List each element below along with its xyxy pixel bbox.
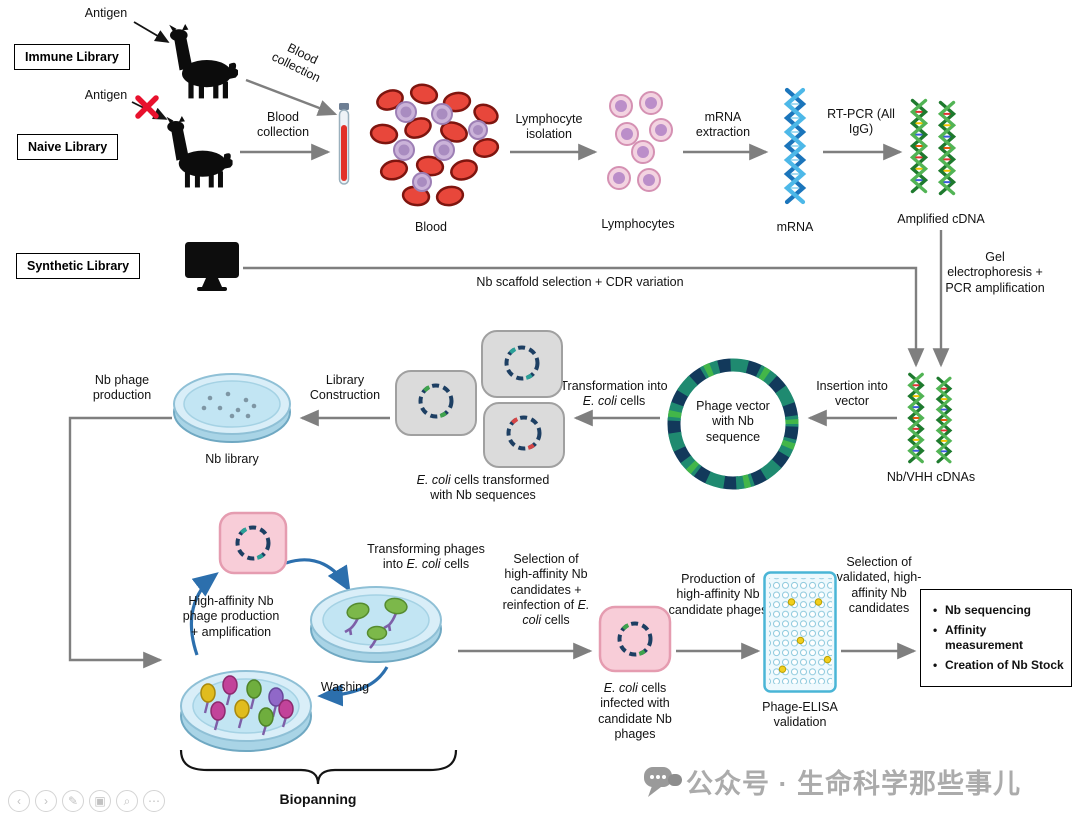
phage-vector-label: Phage vector with Nb sequence: [696, 399, 770, 444]
amplified-cdna-helix-icon: [906, 86, 932, 206]
phage-vector-icon: [667, 358, 799, 490]
lymphocyte-isolation-label: Lymphocyte isolation: [515, 112, 583, 142]
chat-bubble-icon: [644, 767, 682, 797]
library-construction-label: Library Construction: [309, 373, 381, 403]
selection-high-affinity-label: Selection of high-affinity Nb candidates…: [502, 552, 590, 627]
zoom-icon[interactable]: ⌕: [116, 790, 138, 812]
watermark-text: 公众号 · 生命科学那些事儿: [686, 769, 1021, 799]
production-candidate-phages-label: Production of high-affinity Nb candidate…: [668, 572, 768, 617]
nb-vhh-cdnas-label: Nb/VHH cDNAs: [886, 470, 976, 484]
lymphocytes-icon: [607, 91, 673, 192]
gel-electrophoresis-label: Gel electrophoresis + PCR amplification: [945, 250, 1045, 295]
amplified-cdna-helix-icon-2: [934, 90, 960, 206]
blood-tube-icon: [338, 103, 350, 185]
arrow-antigen-immune: [133, 21, 170, 43]
high-affinity-production-label: High-affinity Nb phage production + ampl…: [182, 594, 280, 639]
copy-icon[interactable]: ▣: [89, 790, 111, 812]
nb-vhh-cdna-helix-icon: [903, 372, 929, 464]
red-x-icon: [135, 95, 159, 119]
final-step-stock: Creation of Nb Stock: [928, 658, 1064, 674]
final-outcomes-box: Nb sequencing Affinity measurement Creat…: [920, 589, 1072, 688]
nb-library-label: Nb library: [205, 452, 259, 466]
nb-library-dish-icon: [173, 373, 291, 443]
more-icon[interactable]: ⋯: [143, 790, 165, 812]
arrow-nb-phage-production-elbow: [68, 416, 172, 669]
arrow-cycle-washing: [317, 666, 389, 707]
synthetic-library-box: Synthetic Library: [16, 253, 141, 279]
blood-collection-label-naive: Blood collection: [256, 110, 310, 140]
ecoli-transformed-label: E. coli cells transformed with Nb sequen…: [416, 473, 550, 503]
ecoli-infected-label: E. coli cells infected with candidate Nb…: [598, 681, 672, 741]
rt-pcr-label: RT-PCR (All IgG): [827, 107, 895, 137]
naive-library-box: Naive Library: [17, 134, 119, 160]
arrow-blood-collection-immune: [245, 78, 338, 116]
biopanning-dish-icon: [180, 670, 312, 752]
phage-amplification-cell-icon: [218, 511, 288, 575]
blood-label: Blood: [415, 220, 447, 234]
back-icon[interactable]: ‹: [8, 790, 30, 812]
final-step-affinity: Affinity measurement: [928, 623, 1064, 654]
llama-immune-icon: [163, 24, 241, 100]
antigen-label-1: Antigen: [84, 6, 128, 20]
llama-naive-icon: [160, 116, 236, 189]
nb-phage-production-label: Nb phage production: [92, 373, 152, 403]
blood-cells-icon: [369, 83, 500, 207]
ecoli-transformed-cells-icon: [395, 330, 565, 468]
washing-label: Washing: [320, 680, 370, 694]
transforming-phages-label: Transforming phages into E. coli cells: [367, 542, 485, 572]
scaffold-selection-label: Nb scaffold selection + CDR variation: [476, 275, 684, 289]
biopanning-bracket: [179, 749, 458, 785]
lymphocytes-label: Lymphocytes: [601, 217, 675, 231]
nb-vhh-cdna-helix-icon-2: [931, 376, 957, 464]
mrna-helix-icon: [779, 86, 811, 206]
transformation-label: Transformation into E. coli cells: [560, 379, 668, 409]
arrow-cycle-transform: [285, 558, 351, 593]
ecoli-infected-cell-icon: [598, 605, 672, 673]
viewer-toolbar: ‹ › ✎ ▣ ⌕ ⋯: [8, 790, 165, 812]
mrna-label: mRNA: [776, 220, 814, 234]
arrow-synthetic-elbow: [243, 266, 925, 368]
immune-library-box: Immune Library: [14, 44, 130, 70]
forward-icon[interactable]: ›: [35, 790, 57, 812]
selection-validated-label: Selection of validated, high-affinity Nb…: [836, 555, 922, 615]
antigen-label-2: Antigen: [84, 88, 128, 102]
amplified-cdna-label: Amplified cDNA: [897, 212, 985, 226]
final-step-sequencing: Nb sequencing: [928, 603, 1064, 619]
insertion-into-vector-label: Insertion into vector: [816, 379, 888, 409]
transformation-dish-icon: [310, 586, 442, 663]
mrna-extraction-label: mRNA extraction: [695, 110, 751, 140]
biopanning-label: Biopanning: [279, 791, 357, 807]
phage-elisa-label: Phage-ELISA validation: [762, 700, 838, 730]
computer-monitor-icon: [185, 242, 239, 291]
elisa-plate-icon: [763, 571, 837, 693]
arrow-cycle-amplify: [189, 572, 219, 656]
edit-icon[interactable]: ✎: [62, 790, 84, 812]
